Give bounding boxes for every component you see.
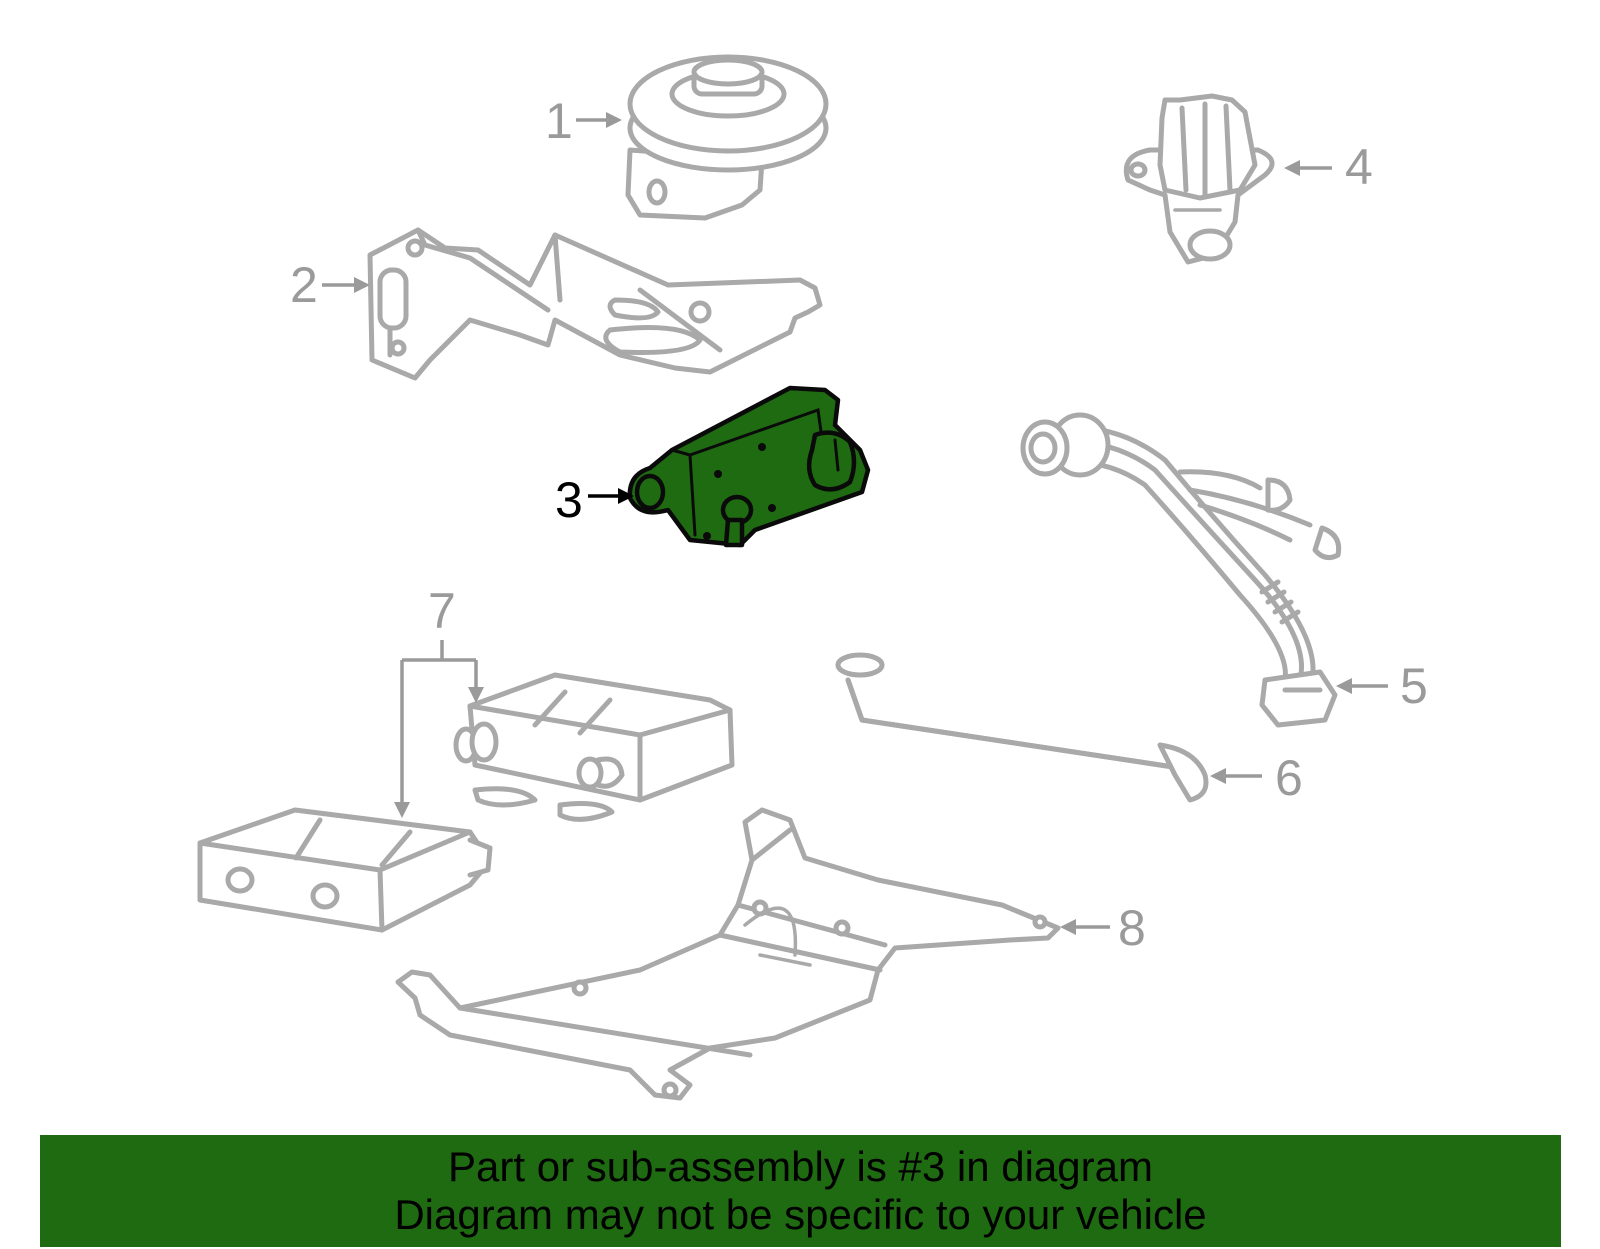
callout-7-label: 7: [428, 583, 456, 639]
callout-4: 4: [1284, 139, 1373, 195]
banner-line-1: Part or sub-assembly is #3 in diagram: [448, 1143, 1153, 1190]
callout-1: 1: [545, 93, 622, 149]
part-3-highlighted-module[interactable]: [627, 385, 871, 548]
part-1-egr-valve[interactable]: [625, 54, 829, 221]
callout-5-label: 5: [1400, 658, 1428, 714]
callout-3-label: 3: [555, 472, 583, 528]
callout-4-label: 4: [1345, 139, 1373, 195]
part-2-bracket[interactable]: [367, 227, 823, 381]
part-6-hose[interactable]: [835, 652, 1209, 803]
callout-2: 2: [290, 257, 370, 313]
parts-diagram: 1 2 3 4 5 6 7 8: [197, 54, 1428, 1101]
part-7-vapor-canisters[interactable]: [197, 672, 735, 933]
callout-8-label: 8: [1118, 900, 1146, 956]
info-banner: Part or sub-assembly is #3 in diagram Di…: [40, 1135, 1561, 1247]
callout-7: 7: [394, 583, 484, 818]
part-8-mounting-plate[interactable]: [395, 807, 1061, 1101]
callout-3: 3: [555, 472, 634, 528]
part-4-valve[interactable]: [1123, 93, 1275, 265]
callout-5: 5: [1336, 658, 1428, 714]
callout-2-label: 2: [290, 257, 318, 313]
callout-6-label: 6: [1275, 750, 1303, 806]
callout-6: 6: [1210, 750, 1303, 806]
callout-1-label: 1: [545, 93, 573, 149]
part-5-hose-assembly[interactable]: [1020, 412, 1342, 728]
callout-8: 8: [1060, 900, 1146, 956]
banner-line-2: Diagram may not be specific to your vehi…: [394, 1191, 1207, 1238]
